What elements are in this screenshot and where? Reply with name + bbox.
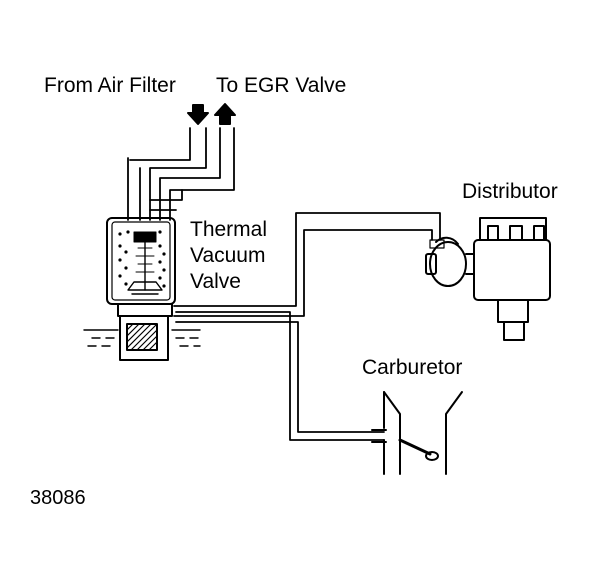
label-valve: Valve bbox=[190, 270, 241, 293]
carburetor bbox=[371, 391, 463, 475]
arrow-up-icon bbox=[214, 103, 236, 125]
distributor bbox=[425, 217, 551, 341]
engine-block-ground bbox=[83, 329, 201, 347]
thermal-vacuum-valve bbox=[106, 217, 176, 361]
figure-number: 38086 bbox=[30, 487, 86, 509]
label-thermal: Thermal bbox=[190, 218, 268, 241]
label-to-egr-valve: To EGR Valve bbox=[216, 74, 347, 97]
egr-air-hoses bbox=[127, 127, 235, 221]
arrow-down-icon bbox=[187, 104, 209, 125]
vacuum-hoses bbox=[173, 212, 441, 441]
label-vacuum: Vacuum bbox=[190, 244, 266, 267]
label-distributor: Distributor bbox=[462, 180, 558, 203]
label-from-air-filter: From Air Filter bbox=[44, 74, 176, 97]
label-carburetor: Carburetor bbox=[362, 356, 463, 379]
